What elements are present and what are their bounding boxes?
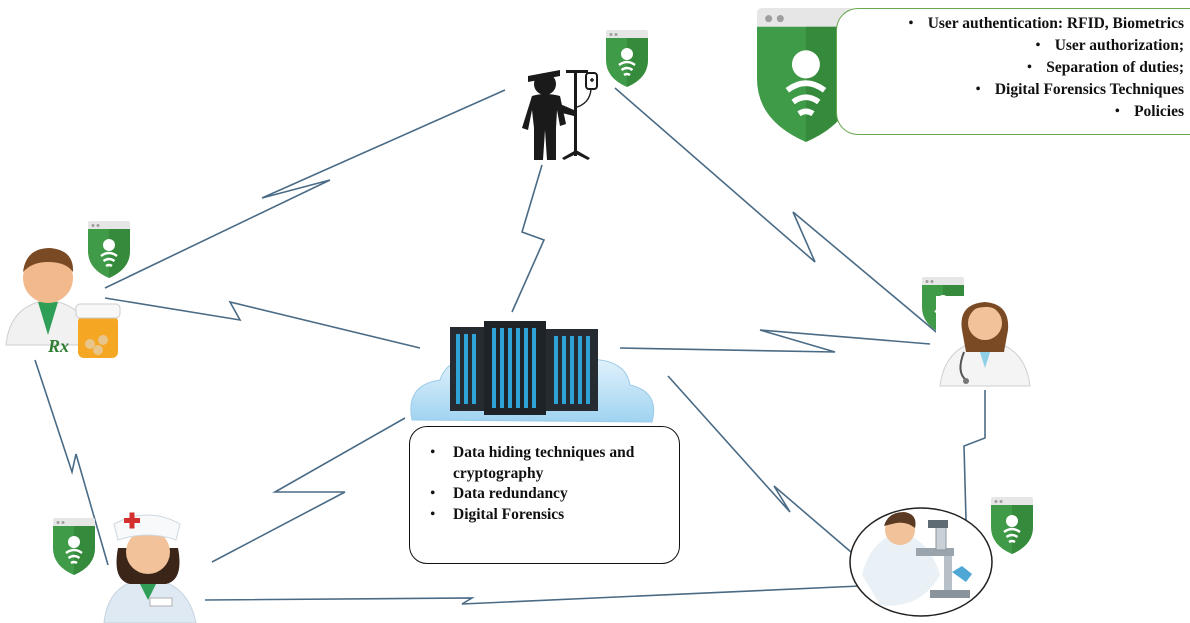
pharmacist-icon: Rx (5, 248, 121, 358)
shield-lock-icon (989, 495, 1035, 556)
link-patient-cloud (511, 164, 546, 313)
shield-lock-icon (51, 516, 97, 577)
doctor-icon (936, 296, 1032, 388)
network-connectors (34, 87, 986, 605)
policy-item: Separation of duties; (837, 57, 1184, 79)
link-cloud-doctor (619, 329, 931, 353)
shield-lock-icon (604, 28, 650, 89)
link-pharmacist-nurse (34, 359, 109, 566)
cloud-server-icon (410, 321, 655, 423)
policy-item: User authentication: RFID, Biometrics (837, 13, 1184, 35)
policy-item: Policies (837, 101, 1184, 123)
security-policies-list: User authentication: RFID, Biometrics Us… (837, 13, 1184, 123)
link-patient-doctor (614, 87, 961, 353)
lab-researcher-icon (849, 507, 993, 617)
link-cloud-lab (667, 375, 859, 559)
patient-iv-icon (522, 70, 598, 160)
shield-lock-icon (86, 219, 132, 280)
svg-text:Rx: Rx (47, 336, 69, 356)
policy-item: User authorization; (837, 35, 1184, 57)
link-cloud-nurse (211, 417, 406, 563)
data-protection-list: Data hiding techniques and cryptography … (428, 443, 669, 525)
data-item: Data redundancy (428, 484, 669, 505)
security-policies-callout: User authentication: RFID, Biometrics Us… (836, 8, 1190, 135)
link-pharmacist-cloud (104, 297, 421, 349)
data-protection-callout: Data hiding techniques and cryptography … (409, 426, 680, 564)
link-doctor-lab (963, 390, 986, 521)
nurse-icon (103, 512, 197, 623)
data-item: Digital Forensics (428, 505, 669, 526)
link-pharmacist-patient (104, 89, 506, 289)
link-nurse-lab (204, 585, 861, 605)
data-item: Data hiding techniques and cryptography (428, 443, 669, 484)
policy-item: Digital Forensics Techniques (837, 79, 1184, 101)
